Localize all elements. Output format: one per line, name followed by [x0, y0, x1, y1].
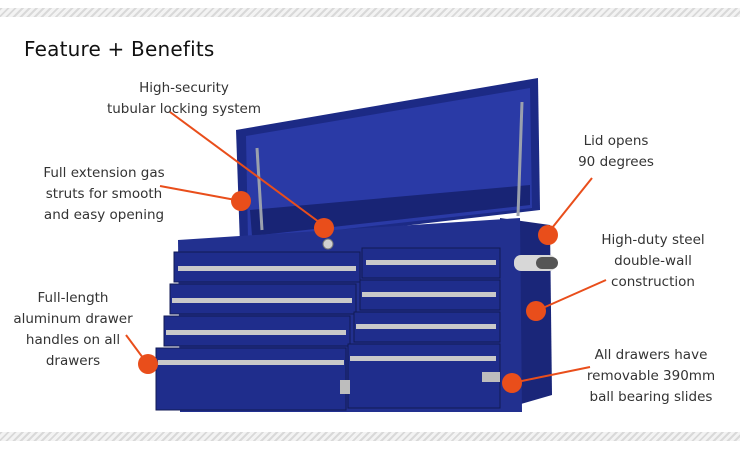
leader-line-steel — [535, 279, 607, 312]
marker-dot-lid — [538, 225, 558, 245]
marker-dot-steel — [526, 301, 546, 321]
callout-line: High-security — [139, 80, 229, 96]
lock-cylinder — [322, 238, 334, 250]
right-drawers — [347, 247, 501, 409]
callout-lid: Lid opens 90 degrees — [566, 131, 666, 173]
ball-bearing-slide — [482, 372, 500, 382]
left-drawers — [155, 251, 361, 411]
marker-dot-locking — [314, 218, 334, 238]
drawer-handle — [178, 266, 356, 271]
callout-line: Full-length — [37, 290, 109, 306]
top-divider-stripe — [0, 8, 740, 17]
marker-dot-handles — [138, 354, 158, 374]
drawer-handle — [356, 324, 496, 329]
callout-line: High-duty steel — [601, 232, 705, 248]
callout-line: and easy opening — [43, 207, 165, 223]
callout-line: drawers — [45, 353, 101, 369]
callout-line: Full extension gas — [43, 165, 165, 181]
drawer-handle — [362, 292, 496, 297]
leader-line-struts — [159, 185, 242, 202]
drawer-handle — [366, 260, 496, 265]
callout-line: handles on all — [25, 332, 121, 348]
drawer-handle — [172, 298, 352, 303]
callout-steel: High-duty steel double-wall construction — [590, 230, 716, 293]
gas-strut-right — [516, 101, 524, 217]
drawer-handle — [158, 360, 344, 365]
marker-dot-slides — [502, 373, 522, 393]
callout-line: ball bearing slides — [589, 389, 713, 405]
callout-locking: High-security tubular locking system — [100, 78, 268, 120]
marker-dot-struts — [231, 191, 251, 211]
callout-slides: All drawers have removable 390mm ball be… — [580, 345, 722, 408]
callout-struts: Full extension gas struts for smooth and… — [40, 163, 168, 226]
bottom-divider-stripe — [0, 432, 740, 441]
leader-line-locking — [169, 111, 324, 226]
callout-line: aluminum drawer — [13, 311, 133, 327]
callout-line: All drawers have — [594, 347, 708, 363]
callout-handles: Full-length aluminum drawer handles on a… — [8, 288, 138, 372]
callout-line: Lid opens — [583, 133, 649, 149]
drawer-handle — [350, 356, 496, 361]
callout-line: construction — [611, 274, 695, 290]
leader-line-lid — [547, 177, 593, 234]
callout-line: struts for smooth — [45, 186, 163, 202]
gas-strut-left — [255, 147, 264, 231]
callout-line: removable 390mm — [586, 368, 716, 384]
leader-line-slides — [511, 366, 591, 384]
page-title: Feature + Benefits — [24, 37, 215, 61]
callout-line: tubular locking system — [106, 101, 262, 117]
callout-line: double-wall — [614, 253, 692, 269]
drawer-handle — [166, 330, 346, 335]
callout-line: 90 degrees — [578, 154, 654, 170]
